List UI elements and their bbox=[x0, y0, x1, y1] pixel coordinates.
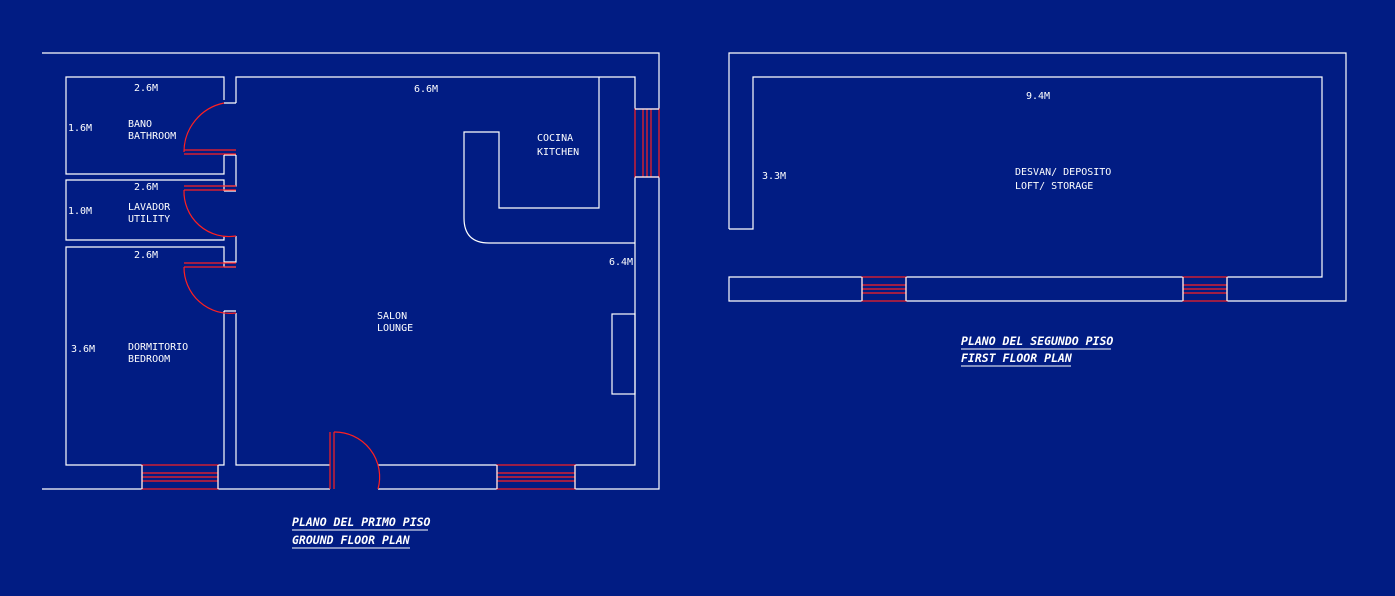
kitchen-counter bbox=[463, 77, 635, 244]
ground-floor-title-es: PLANO DEL PRIMO PISO bbox=[292, 515, 431, 529]
ground-floor-plan: 2.6M 1.6M BANO BATHROOM 2.6M 1.0M LAVADO… bbox=[42, 52, 660, 549]
window-loft-right bbox=[1182, 276, 1228, 302]
partition-wall-segment-c bbox=[224, 236, 237, 263]
loft-name-en: LOFT/ STORAGE bbox=[1015, 181, 1093, 192]
utility-door bbox=[183, 185, 237, 238]
loft-width-label: 9.4M bbox=[1026, 91, 1050, 102]
partition-wall bbox=[235, 76, 636, 466]
first-floor-plan: 9.4M 3.3M DESVAN/ DEPOSITO LOFT/ STORAGE… bbox=[728, 52, 1347, 367]
bedroom-width-label: 2.6M bbox=[134, 250, 158, 261]
entrance-door bbox=[329, 431, 381, 490]
bathroom-depth-label: 1.6M bbox=[68, 123, 92, 134]
ground-floor-outer-wall bbox=[42, 52, 660, 490]
utility-walls bbox=[65, 179, 225, 241]
bathroom-name-en: BATHROOM bbox=[128, 131, 176, 142]
bathroom-width-label: 2.6M bbox=[134, 83, 158, 94]
loft-depth-label: 3.3M bbox=[762, 171, 786, 182]
wall-jamb-bath bbox=[224, 102, 236, 156]
first-floor-outer-wall bbox=[728, 52, 1347, 302]
utility-name-en: UTILITY bbox=[128, 214, 170, 225]
bedroom-door bbox=[183, 262, 237, 314]
bathroom-walls bbox=[65, 76, 225, 175]
first-floor-title-en: FIRST FLOOR PLAN bbox=[961, 351, 1073, 365]
wall-jamb-bed bbox=[224, 266, 236, 312]
main-width-label: 6.6M bbox=[414, 84, 438, 95]
utility-name-es: LAVADOR bbox=[128, 202, 171, 213]
utility-width-label: 2.6M bbox=[134, 182, 158, 193]
window-kitchen bbox=[634, 108, 660, 178]
bedroom-name-en: BEDROOM bbox=[128, 354, 170, 365]
window-lounge bbox=[496, 464, 576, 490]
bedroom-depth-label: 3.6M bbox=[71, 344, 95, 355]
first-floor-title-es: PLANO DEL SEGUNDO PISO bbox=[961, 334, 1113, 348]
bathroom-name-es: BANO bbox=[128, 119, 152, 130]
window-loft-left bbox=[861, 276, 907, 302]
bedroom-name-es: DORMITORIO bbox=[128, 342, 188, 353]
built-in-unit bbox=[611, 313, 636, 395]
lounge-name-es: SALON bbox=[377, 311, 407, 322]
main-depth-label: 6.4M bbox=[609, 257, 633, 268]
bedroom-walls bbox=[65, 246, 225, 466]
bathroom-door bbox=[183, 102, 236, 155]
kitchen-name-es: COCINA bbox=[537, 133, 573, 144]
utility-depth-label: 1.0M bbox=[68, 206, 92, 217]
lounge-name-en: LOUNGE bbox=[377, 323, 413, 334]
ground-floor-title-en: GROUND FLOOR PLAN bbox=[292, 533, 411, 547]
loft-name-es: DESVAN/ DEPOSITO bbox=[1015, 167, 1111, 178]
kitchen-name-en: KITCHEN bbox=[537, 147, 579, 158]
window-bedroom bbox=[141, 464, 219, 490]
